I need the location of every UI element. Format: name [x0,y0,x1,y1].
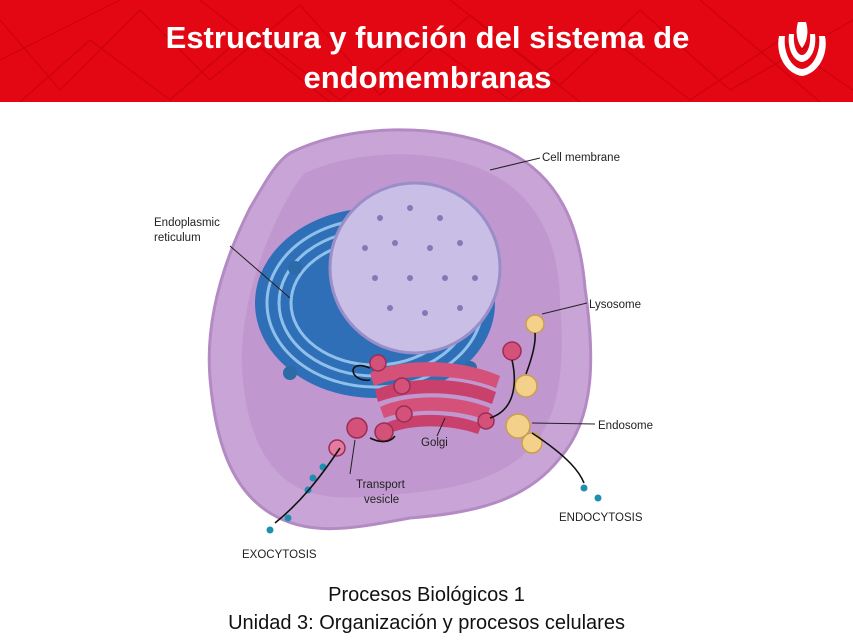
slide-title: Estructura y función del sistema de endo… [100,18,755,98]
banner-pattern [0,0,853,102]
slide-title-line-1: Estructura y función del sistema de [165,20,690,55]
label-transport-line-2: vesicle [364,494,399,506]
label-exocytosis: EXOCYTOSIS [242,549,317,561]
nucleus-shape [328,181,502,355]
endomembrane-diagram: Cell membrane Endoplasmic reticulum Lyso… [154,128,653,561]
label-cell-membrane: Cell membrane [542,152,620,164]
label-er-line-2: reticulum [154,232,201,244]
label-golgi: Golgi [421,437,448,449]
label-leaders-shape [229,157,596,475]
transport-arrows-shape [274,332,585,524]
label-endosome: Endosome [598,420,653,432]
title-banner: Estructura y función del sistema de endo… [0,0,853,102]
unit-title: Unidad 3: Organización y procesos celula… [228,612,625,634]
course-name: Procesos Biológicos 1 [328,584,525,606]
label-er-line-1: Endoplasmic [154,217,220,229]
label-transport-line-1: Transport [356,479,406,491]
label-lysosome: Lysosome [589,299,641,311]
label-endocytosis: ENDOCYTOSIS [559,512,643,524]
upc-logo-icon [778,22,826,76]
slide-title-line-2: endomembranas [303,60,552,95]
vesicles-shape [328,314,545,457]
